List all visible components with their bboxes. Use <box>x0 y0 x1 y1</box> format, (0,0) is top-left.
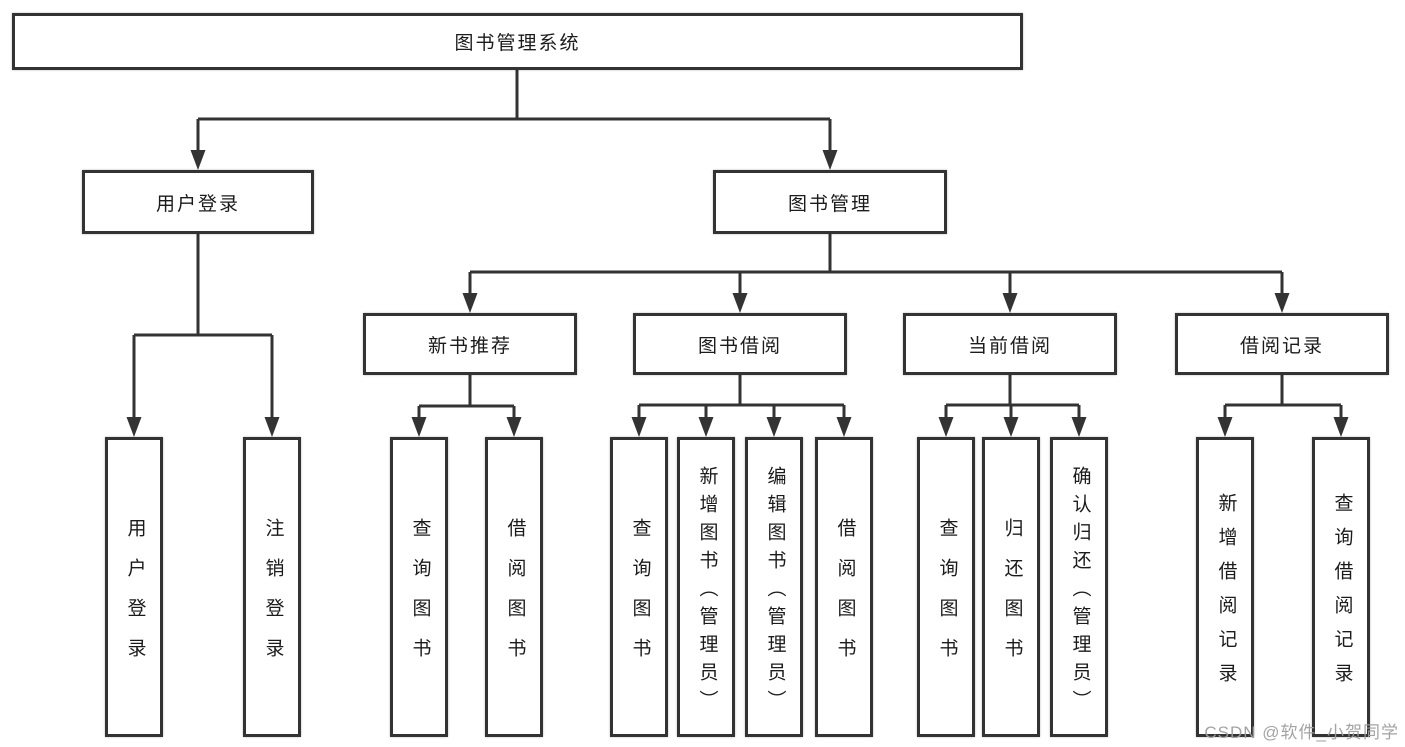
leaf-borrow-query-books-label: 查询图书 <box>629 517 651 678</box>
leaf-recommend-borrow-books: 借阅图书 <box>485 437 543 737</box>
node-user-login: 用户登录 <box>82 170 314 234</box>
leaf-recommend-query-books-label: 查询图书 <box>409 517 431 678</box>
leaf-confirm-return-admin-label: 确认归还（管理员） <box>1069 465 1091 718</box>
leaf-borrow-books: 借阅图书 <box>815 437 873 737</box>
connector-book-borrow-children <box>631 375 852 437</box>
connector-book-management-children <box>462 234 1290 313</box>
node-current-borrow-label: 当前借阅 <box>967 335 1052 357</box>
leaf-recommend-query-books: 查询图书 <box>390 437 448 737</box>
leaf-logout: 注销登录 <box>243 437 301 737</box>
leaf-edit-books-admin-label: 编辑图书（管理员） <box>764 465 786 718</box>
leaf-return-books: 归还图书 <box>982 437 1040 737</box>
node-user-login-label: 用户登录 <box>155 193 240 215</box>
node-book-management-label: 图书管理 <box>787 193 872 215</box>
node-book-management: 图书管理 <box>713 170 947 234</box>
node-current-borrow: 当前借阅 <box>903 313 1117 375</box>
connector-user-login-children <box>126 234 280 437</box>
leaf-confirm-return-admin: 确认归还（管理员） <box>1050 437 1108 737</box>
leaf-user-login-label: 用户登录 <box>124 517 146 678</box>
leaf-recommend-borrow-books-label: 借阅图书 <box>504 517 526 678</box>
csdn-watermark: CSDN @软件_小贺同学 <box>1204 723 1399 742</box>
node-borrow-records-label: 借阅记录 <box>1239 335 1324 357</box>
node-book-borrow-label: 图书借阅 <box>697 335 782 357</box>
leaf-edit-books-admin: 编辑图书（管理员） <box>745 437 803 737</box>
leaf-return-books-label: 归还图书 <box>1001 517 1023 678</box>
leaf-query-borrow-record: 查询借阅记录 <box>1312 437 1370 737</box>
leaf-add-borrow-record: 新增借阅记录 <box>1196 437 1254 737</box>
leaf-borrow-books-label: 借阅图书 <box>834 517 856 678</box>
leaf-user-login: 用户登录 <box>105 437 163 737</box>
node-book-borrow: 图书借阅 <box>633 313 847 375</box>
node-borrow-records: 借阅记录 <box>1175 313 1389 375</box>
leaf-add-books-admin-label: 新增图书（管理员） <box>696 465 718 718</box>
connector-borrow-records-children <box>1217 375 1349 437</box>
node-new-book-recommend-label: 新书推荐 <box>427 335 512 357</box>
node-root-label: 图书管理系统 <box>454 33 581 54</box>
leaf-borrow-query-books: 查询图书 <box>610 437 668 737</box>
leaf-current-query-books: 查询图书 <box>917 437 975 737</box>
connector-root-to-level2 <box>190 70 838 170</box>
leaf-current-query-books-label: 查询图书 <box>936 517 958 678</box>
leaf-add-borrow-record-label: 新增借阅记录 <box>1215 492 1237 697</box>
leaf-add-books-admin: 新增图书（管理员） <box>677 437 735 737</box>
node-new-book-recommend: 新书推荐 <box>363 313 577 375</box>
connector-current-borrow-children <box>938 375 1087 437</box>
leaf-query-borrow-record-label: 查询借阅记录 <box>1331 492 1353 697</box>
connector-new-book-recommend-children <box>411 375 522 437</box>
leaf-logout-label: 注销登录 <box>262 517 284 678</box>
node-root: 图书管理系统 <box>12 13 1023 70</box>
